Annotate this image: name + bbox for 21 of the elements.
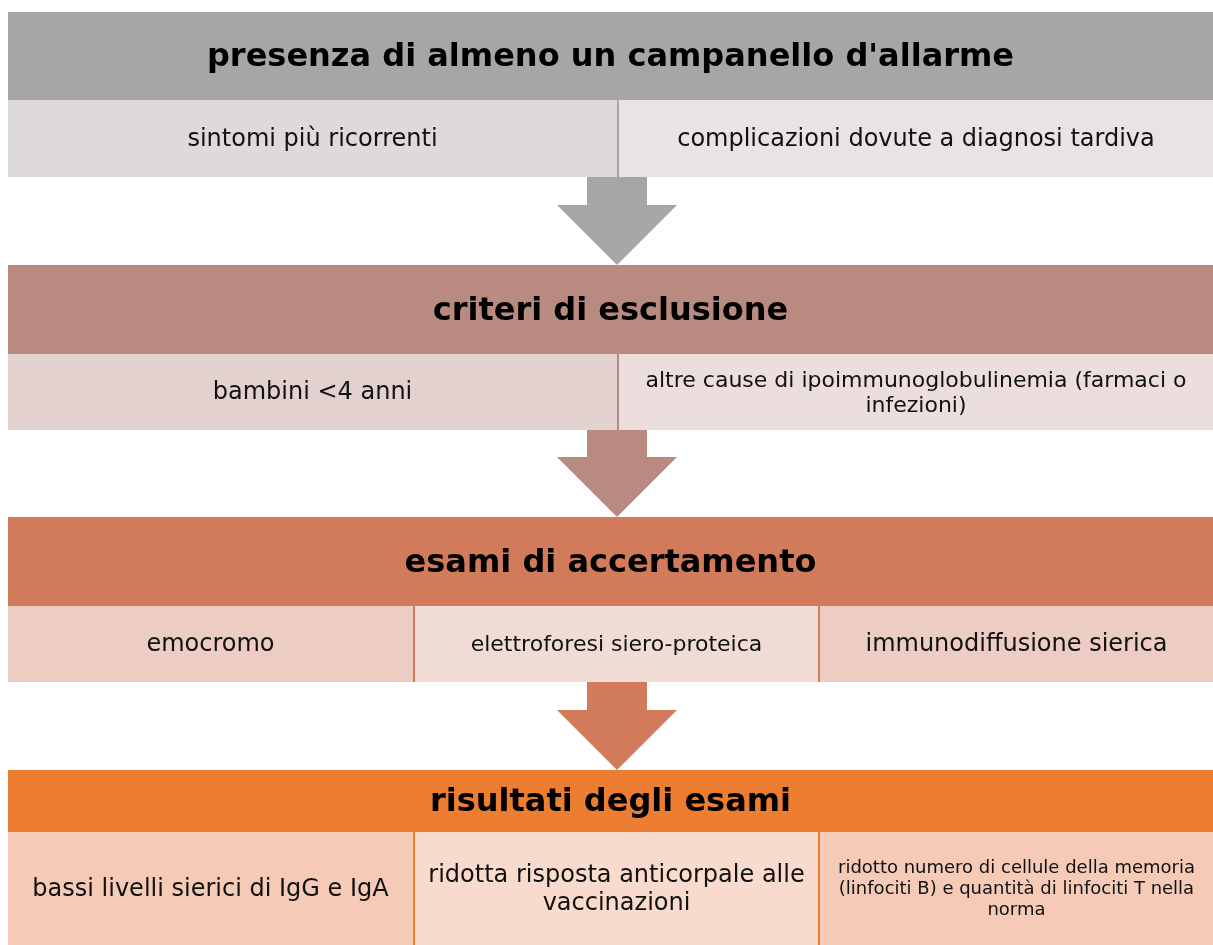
arrow — [557, 430, 677, 517]
criteria-box: emocromo — [8, 606, 413, 682]
criteria-box: ridotto numero di cellule della memoria (linfociti B) e quantità di linfociti T nella norma — [820, 832, 1213, 945]
section-heading: esami di accertamento — [403, 540, 818, 582]
criteria-box: bambini <4 anni — [8, 354, 617, 430]
criteria-box: complicazioni dovute a diagnosi tardiva — [619, 100, 1213, 177]
section-heading: criteri di esclusione — [431, 288, 790, 330]
section-panel — [8, 265, 1213, 430]
criteria-box: altre cause di ipoimmunoglobulinemia (farmaci o infezioni) — [619, 354, 1213, 430]
arrow — [557, 682, 677, 770]
criteria-box: bassi livelli sierici di IgG e IgA — [8, 832, 413, 945]
section-heading: risultati degli esami — [428, 780, 793, 821]
section-panel — [8, 517, 1213, 682]
section-heading: presenza di almeno un campanello d'allarme — [205, 35, 1016, 76]
section-panel — [8, 12, 1213, 177]
criteria-box: sintomi più ricorrenti — [8, 100, 617, 177]
criteria-box: elettroforesi siero-proteica — [415, 606, 818, 682]
criteria-box: ridotta risposta anticorpale alle vaccinazioni — [415, 832, 818, 945]
criteria-box: immunodiffusione sierica — [820, 606, 1213, 682]
section-panel — [8, 770, 1213, 945]
arrow — [557, 177, 677, 265]
